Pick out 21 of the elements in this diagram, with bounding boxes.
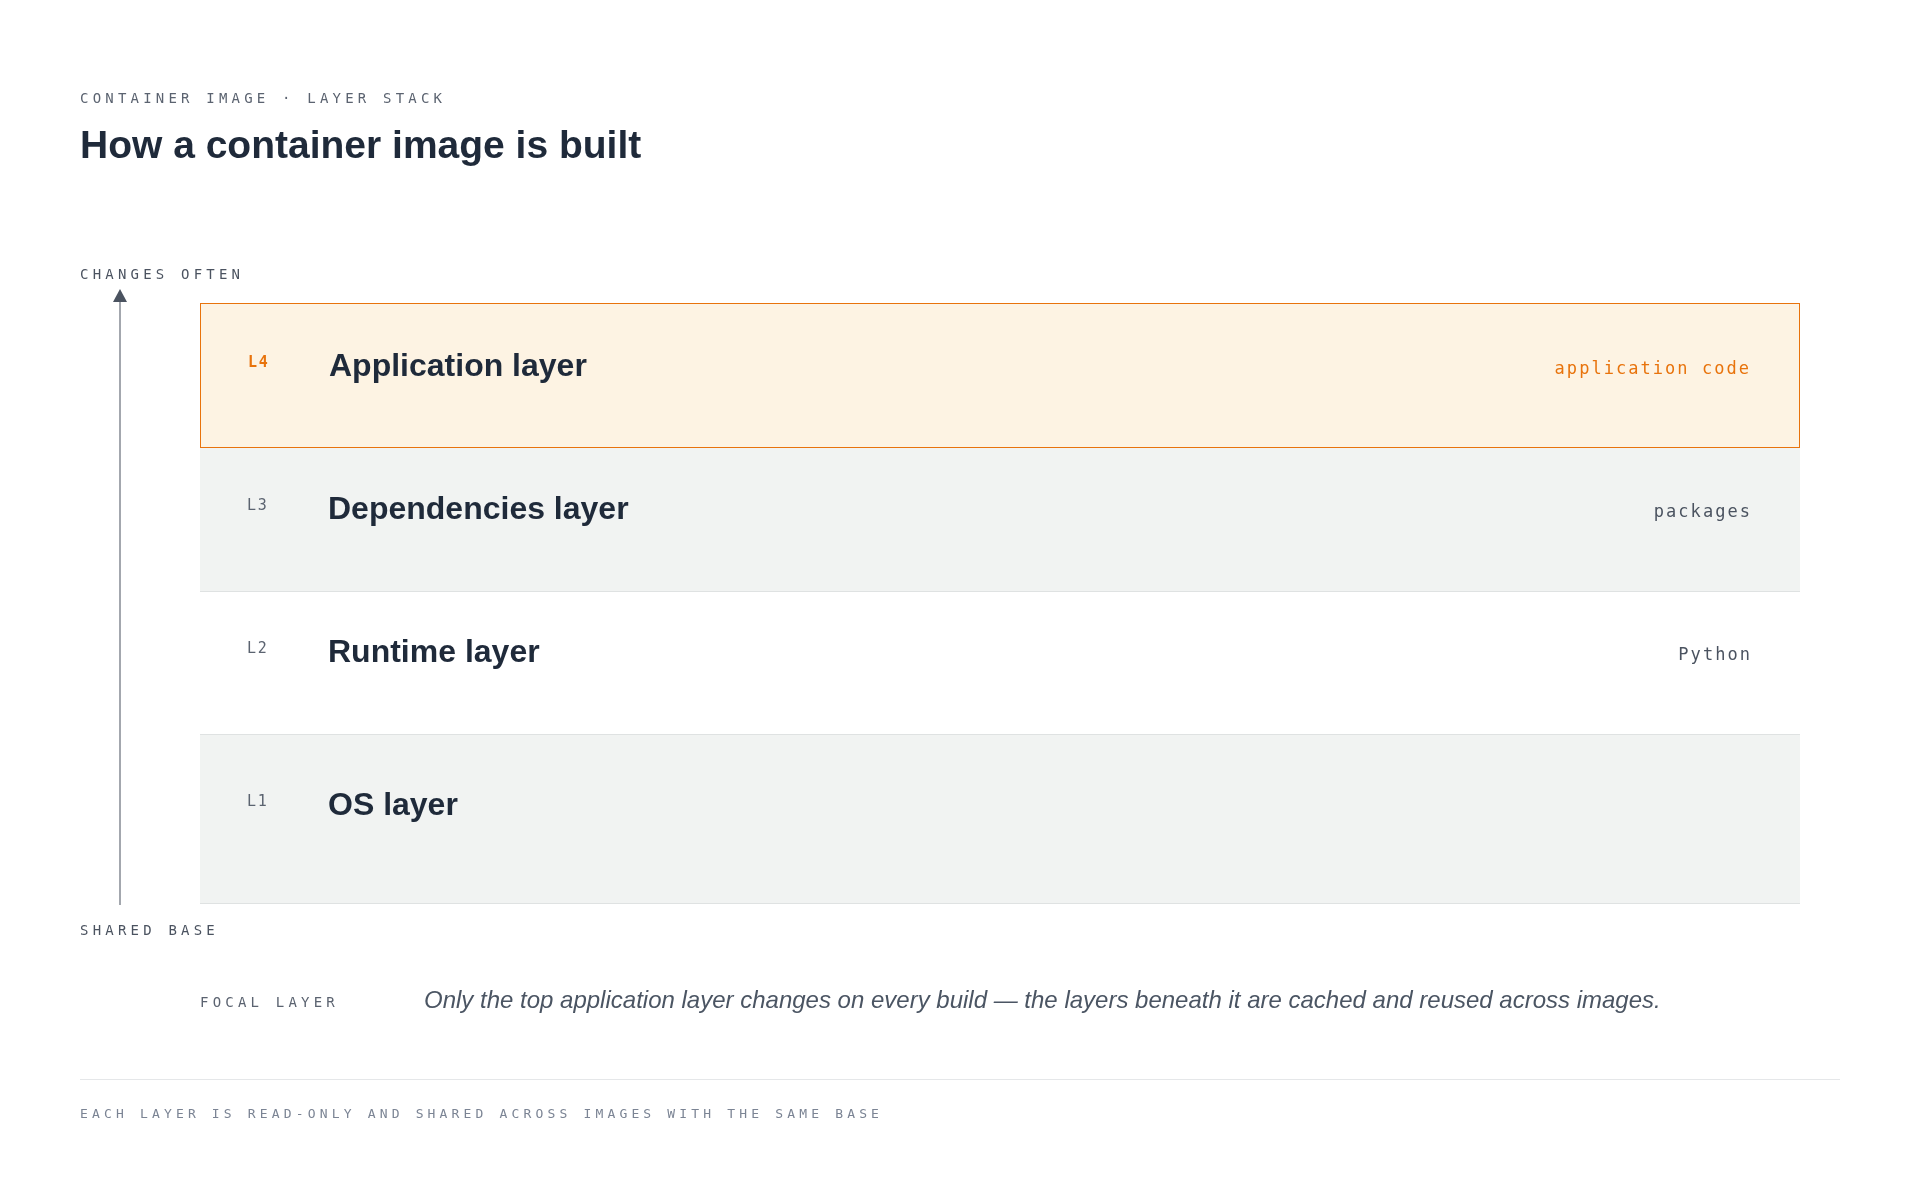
layer-title: Runtime layer: [328, 632, 540, 671]
eyebrow-label: CONTAINER IMAGE · LAYER STACK: [80, 89, 447, 108]
layer-note: packages: [1653, 500, 1752, 523]
axis-label: SHARED BASE: [80, 921, 219, 940]
note-text: Only the top application layer changes on every build — the layers beneath it are cached and reused across images.: [424, 985, 1662, 1015]
layer-title: Application layer: [329, 346, 587, 385]
diagram-title: How a container image is built: [80, 122, 642, 168]
layer-tag: L4: [248, 342, 329, 382]
layer-tag: L3: [247, 485, 328, 525]
layer-tag: L2: [247, 628, 328, 668]
layer-note: Python: [1678, 643, 1752, 666]
layer-title: Dependencies layer: [328, 489, 629, 528]
layer-tag: L1: [247, 781, 328, 821]
layer-note: application code: [1554, 357, 1751, 380]
axis-label: CHANGES OFTEN: [80, 265, 245, 284]
layer-band: [200, 303, 1800, 448]
layer-band: [200, 447, 1800, 592]
footer-note: EACH LAYER IS READ-ONLY AND SHARED ACROSS IMAGES WITH THE SAME BASE: [80, 1105, 884, 1123]
focal-tag: FOCAL LAYER: [200, 992, 339, 1012]
layer-title: OS layer: [328, 785, 458, 824]
layer-band: [200, 735, 1800, 904]
